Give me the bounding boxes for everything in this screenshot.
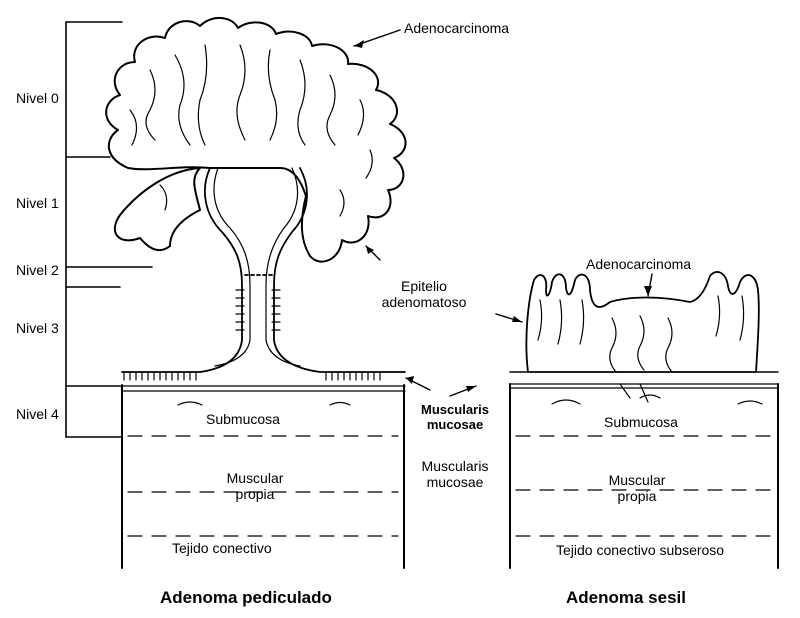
muscularis-bold-line-1: Muscularis — [421, 402, 489, 417]
level-4-label: Nivel 4 — [16, 406, 59, 422]
right-wall — [509, 371, 779, 569]
level-bracket — [65, 21, 153, 438]
muscular-propia-right-line-2: propia — [617, 488, 657, 504]
submucosa-label-right: Submucosa — [604, 414, 678, 430]
epithelium-label: Epitelio adenomatoso — [372, 278, 476, 310]
level-1-label: Nivel 1 — [16, 195, 59, 211]
gland-pattern — [129, 44, 373, 217]
tejido-label-right: Tejido conectivo subseroso — [556, 542, 725, 558]
title-pedunculated: Adenoma pediculado — [160, 588, 332, 607]
muscularis-plain-line-2: mucosae — [426, 474, 484, 490]
muscularis-plain-line-1: Muscularis — [421, 458, 489, 474]
left-wall — [121, 384, 406, 569]
muscular-propia-left-line-1: Muscular — [226, 470, 284, 486]
muscular-propia-left-line-2: propia — [235, 486, 275, 502]
level-3-label: Nivel 3 — [16, 320, 59, 336]
level-0-label: Nivel 0 — [16, 90, 59, 106]
submucosa-label-left: Submucosa — [206, 411, 280, 427]
title-sessile: Adenoma sesil — [566, 588, 686, 607]
muscular-propia-label-right: Muscular propia — [604, 472, 670, 504]
adenocarcinoma-label-right: Adenocarcinoma — [586, 256, 692, 272]
sessile-glands — [537, 295, 745, 373]
muscular-propia-label-left: Muscular propia — [222, 470, 288, 502]
polyp-head — [113, 167, 201, 252]
arrow-heads — [354, 40, 652, 392]
polyp-crown — [105, 17, 407, 263]
muscular-propia-right-line-1: Muscular — [608, 472, 666, 488]
muscularis-mucosae-bold: Muscularis mucosae — [412, 402, 498, 432]
muscularis-mucosae-plain: Muscularis mucosae — [412, 458, 498, 490]
muscularis-bold-line-2: mucosae — [426, 417, 484, 432]
fringe — [123, 289, 381, 381]
tejido-label-left: Tejido conectivo — [172, 540, 272, 556]
stalk — [121, 167, 406, 373]
epithelium-label-line-2: adenomatoso — [381, 294, 467, 310]
level-2-label: Nivel 2 — [16, 262, 59, 278]
adenocarcinoma-label-left: Adenocarcinoma — [404, 20, 510, 36]
epithelium-label-line-1: Epitelio — [401, 278, 447, 294]
